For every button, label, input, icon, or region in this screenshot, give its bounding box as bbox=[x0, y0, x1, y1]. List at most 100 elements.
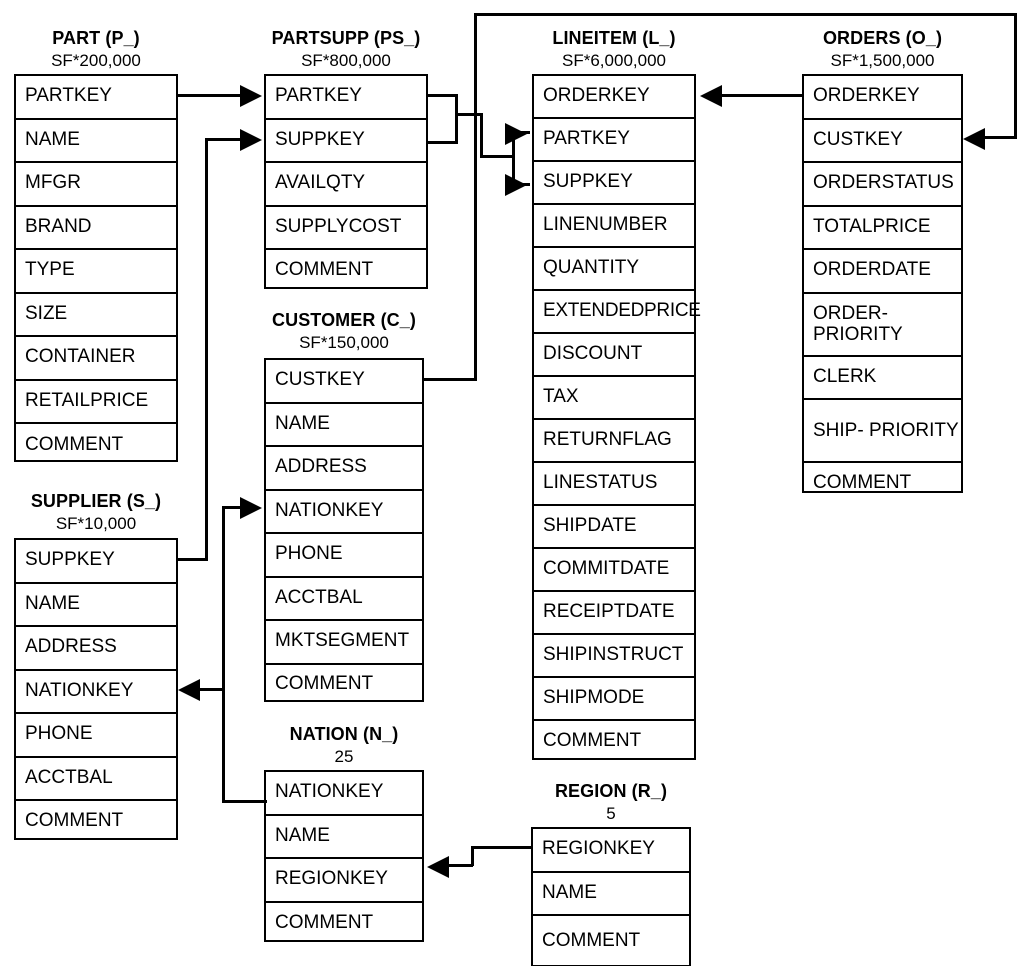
field-orders-orderstatus[interactable]: ORDERSTATUS bbox=[804, 163, 961, 207]
field-supplier-name[interactable]: NAME bbox=[16, 584, 176, 627]
field-lineitem-suppkey[interactable]: SUPPKEY bbox=[534, 162, 694, 205]
connector-partsupp-lineitem-v-bracket bbox=[455, 94, 458, 144]
field-partsupp-availqty[interactable]: AVAILQTY bbox=[266, 163, 426, 207]
connector-nation-customer-h bbox=[222, 506, 244, 509]
entity-nation-cardinality: 25 bbox=[334, 747, 354, 766]
field-orders-totalprice[interactable]: TOTALPRICE bbox=[804, 207, 961, 250]
connector-lineitem-suppkey-arrow-icon bbox=[505, 174, 527, 196]
connector-customer-orders-h2 bbox=[474, 13, 1017, 16]
field-customer-mktsegment[interactable]: MKTSEGMENT bbox=[266, 621, 422, 665]
field-part-comment[interactable]: COMMENT bbox=[25, 434, 124, 456]
entity-orders-cardinality: SF*1,500,000 bbox=[830, 51, 935, 70]
field-supplier-comment[interactable]: COMMENT bbox=[25, 810, 124, 832]
connector-nation-regionkey-arrow-icon bbox=[427, 856, 449, 878]
connector-orders-lineitem-arrow-icon bbox=[700, 85, 722, 107]
field-orders-shippriority[interactable]: SHIP- PRIORITY bbox=[804, 400, 961, 463]
field-customer-custkey[interactable]: CUSTKEY bbox=[266, 360, 422, 404]
field-customer-address[interactable]: ADDRESS bbox=[266, 447, 422, 491]
field-supplier-acctbal[interactable]: ACCTBAL bbox=[16, 758, 176, 801]
connector-supplier-partsupp-arrow-icon bbox=[240, 129, 262, 151]
field-lineitem-comment[interactable]: COMMENT bbox=[543, 730, 642, 752]
field-lineitem-tax[interactable]: TAX bbox=[534, 377, 694, 420]
field-orders-custkey[interactable]: CUSTKEY bbox=[804, 120, 961, 163]
field-region-regionkey[interactable]: REGIONKEY bbox=[533, 829, 689, 873]
connector-customer-orders-v2 bbox=[1014, 13, 1017, 138]
entity-region-title: REGION (R_) bbox=[554, 781, 668, 801]
field-region-comment[interactable]: COMMENT bbox=[542, 929, 641, 951]
field-part-partkey[interactable]: PARTKEY bbox=[16, 76, 176, 120]
field-customer-name[interactable]: NAME bbox=[266, 404, 422, 447]
connector-customer-nationkey-arrow-icon bbox=[240, 497, 262, 519]
field-customer-phone[interactable]: PHONE bbox=[266, 534, 422, 578]
field-part-retailprice[interactable]: RETAILPRICE bbox=[16, 381, 176, 424]
entity-customer-title: CUSTOMER (C_) bbox=[272, 310, 416, 330]
table-box-region: REGIONKEY NAME COMMENT bbox=[531, 827, 691, 966]
field-lineitem-linenumber[interactable]: LINENUMBER bbox=[534, 205, 694, 248]
field-part-name[interactable]: NAME bbox=[16, 120, 176, 163]
field-partsupp-supplycost[interactable]: SUPPLYCOST bbox=[266, 207, 426, 250]
field-region-name[interactable]: NAME bbox=[533, 873, 689, 916]
field-lineitem-partkey[interactable]: PARTKEY bbox=[534, 119, 694, 162]
connector-partsupp-lineitem-h-join bbox=[455, 113, 483, 116]
field-partsupp-suppkey[interactable]: SUPPKEY bbox=[266, 120, 426, 163]
connector-region-nation-h2 bbox=[449, 864, 473, 867]
field-lineitem-extendedprice[interactable]: EXTENDEDPRICE bbox=[534, 291, 701, 334]
field-nation-comment[interactable]: COMMENT bbox=[275, 911, 374, 933]
field-lineitem-returnflag[interactable]: RETURNFLAG bbox=[534, 420, 694, 463]
field-orders-comment[interactable]: COMMENT bbox=[813, 472, 912, 494]
field-orders-orderdate[interactable]: ORDERDATE bbox=[804, 250, 961, 294]
field-part-brand[interactable]: BRAND bbox=[16, 207, 176, 250]
table-box-supplier: SUPPKEY NAME ADDRESS NATIONKEY PHONE ACC… bbox=[14, 538, 178, 840]
field-lineitem-shipmode[interactable]: SHIPMODE bbox=[534, 678, 694, 721]
table-box-customer: CUSTKEY NAME ADDRESS NATIONKEY PHONE ACC… bbox=[264, 358, 424, 702]
field-nation-nationkey[interactable]: NATIONKEY bbox=[266, 772, 422, 816]
field-lineitem-linestatus[interactable]: LINESTATUS bbox=[534, 463, 694, 506]
field-lineitem-orderkey[interactable]: ORDERKEY bbox=[534, 76, 694, 119]
entity-nation-title: NATION (N_) bbox=[289, 724, 399, 744]
connector-region-nation-v bbox=[471, 846, 474, 866]
field-lineitem-shipinstruct[interactable]: SHIPINSTRUCT bbox=[534, 635, 694, 678]
connector-part-partsupp-line bbox=[178, 94, 240, 97]
connector-partsupp-lineitem-v-split bbox=[512, 131, 515, 186]
field-orders-orderkey[interactable]: ORDERKEY bbox=[804, 76, 961, 120]
table-box-partsupp: PARTKEY SUPPKEY AVAILQTY SUPPLYCOST COMM… bbox=[264, 74, 428, 289]
connector-nation-supplier-h bbox=[200, 688, 225, 691]
field-part-type[interactable]: TYPE bbox=[16, 250, 176, 294]
field-customer-comment[interactable]: COMMENT bbox=[275, 673, 374, 695]
connector-part-partsupp-arrow-icon bbox=[240, 85, 262, 107]
connector-supplier-partsupp-h2 bbox=[205, 138, 240, 141]
field-customer-acctbal[interactable]: ACCTBAL bbox=[266, 578, 422, 621]
field-lineitem-discount[interactable]: DISCOUNT bbox=[534, 334, 694, 377]
connector-customer-orders-h1 bbox=[424, 378, 477, 381]
field-supplier-suppkey[interactable]: SUPPKEY bbox=[16, 540, 176, 584]
connector-nation-h-out bbox=[222, 800, 267, 803]
field-nation-name[interactable]: NAME bbox=[266, 816, 422, 859]
connector-supplier-partsupp-h1 bbox=[178, 558, 208, 561]
field-lineitem-receiptdate[interactable]: RECEIPTDATE bbox=[534, 592, 694, 635]
field-partsupp-partkey[interactable]: PARTKEY bbox=[266, 76, 426, 120]
field-part-container[interactable]: CONTAINER bbox=[16, 337, 176, 381]
entity-lineitem-cardinality: SF*6,000,000 bbox=[562, 51, 666, 70]
entity-customer-cardinality: SF*150,000 bbox=[299, 333, 389, 352]
field-supplier-address[interactable]: ADDRESS bbox=[16, 627, 176, 671]
field-partsupp-comment[interactable]: COMMENT bbox=[275, 259, 374, 281]
field-customer-nationkey[interactable]: NATIONKEY bbox=[266, 491, 422, 534]
table-box-orders: ORDERKEY CUSTKEY ORDERSTATUS TOTALPRICE … bbox=[802, 74, 963, 493]
field-lineitem-shipdate[interactable]: SHIPDATE bbox=[534, 506, 694, 549]
entity-supplier-title: SUPPLIER (S_) bbox=[30, 491, 162, 511]
field-lineitem-commitdate[interactable]: COMMITDATE bbox=[534, 549, 694, 592]
entity-partsupp-title: PARTSUPP (PS_) bbox=[271, 28, 421, 48]
connector-lineitem-partkey-arrow-icon bbox=[505, 123, 527, 145]
field-orders-orderpriority[interactable]: ORDER- PRIORITY bbox=[804, 294, 961, 357]
connector-region-nation-h1 bbox=[471, 846, 533, 849]
field-nation-regionkey[interactable]: REGIONKEY bbox=[266, 859, 422, 903]
connector-customer-orders-h3 bbox=[985, 136, 1017, 139]
field-orders-clerk[interactable]: CLERK bbox=[804, 357, 961, 400]
field-supplier-phone[interactable]: PHONE bbox=[16, 714, 176, 758]
field-part-size[interactable]: SIZE bbox=[16, 294, 176, 337]
field-lineitem-quantity[interactable]: QUANTITY bbox=[534, 248, 694, 291]
field-part-mfgr[interactable]: MFGR bbox=[16, 163, 176, 207]
field-supplier-nationkey[interactable]: NATIONKEY bbox=[16, 671, 176, 714]
connector-partsupp-lineitem-h-suppkey bbox=[428, 141, 458, 144]
